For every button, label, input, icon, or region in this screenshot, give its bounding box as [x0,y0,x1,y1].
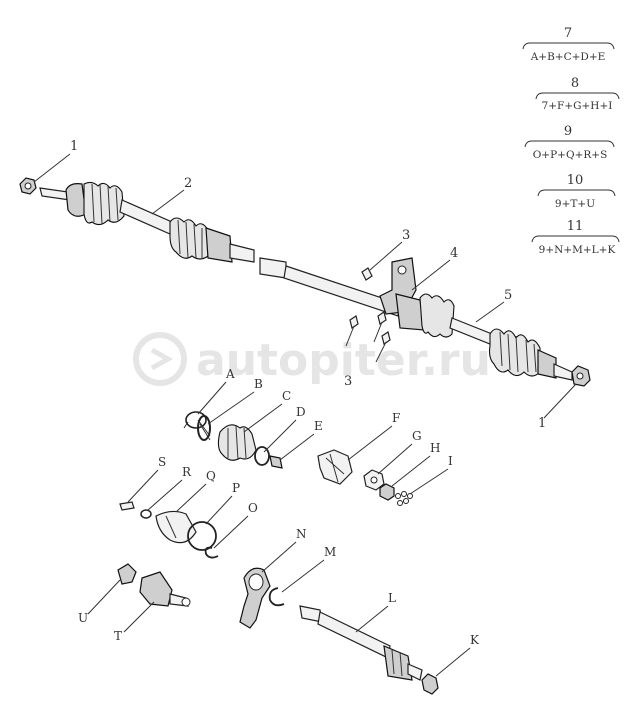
callout-5: 5 [504,288,512,303]
watermark-text: autopiter.ru [196,335,491,386]
ring-d [254,446,270,466]
bolt-top [361,267,373,281]
callout-a: A [225,367,235,381]
pin-e [269,455,283,469]
circlip-o [204,546,219,559]
callout-3-top: 3 [402,228,410,243]
clamp-a [183,411,207,429]
nut-k [421,673,439,695]
callout-1-top: 1 [70,139,78,154]
circlip-m [268,587,285,607]
parts-f-to-i [317,449,413,506]
callout-n: N [296,527,307,541]
callout-h: H [430,441,440,455]
callout-g: G [412,429,422,443]
clamp-b [197,415,211,441]
callout-e: E [314,419,323,433]
ring-r [140,509,152,519]
callout-u: U [78,611,88,625]
boot-c [217,424,257,461]
callout-c: C [282,389,291,403]
hub-nut-right [571,365,591,387]
legend-formula: 9+N+M+L+K [539,244,616,256]
legend-number: 7 [564,26,572,41]
callout-3-bottom: 3 [344,374,352,389]
callout-m: M [324,545,336,559]
parts-a-to-e [183,411,283,469]
bolt-bottom [375,331,391,363]
legend-row-7: 7 A+B+C+D+E [522,26,615,63]
pin-s [119,501,135,511]
legend-formula: A+B+C+D+E [530,51,606,63]
housing-t [139,571,191,607]
parts-k-to-n [239,567,439,695]
legend-number: 11 [567,219,584,234]
callout-l: L [388,591,396,605]
legend-formula: 7+F+G+H+I [542,100,613,112]
callout-p: P [232,481,240,495]
parts-t-u [117,563,191,607]
parts-o-to-s [119,501,219,559]
callout-k: K [470,633,480,647]
legend-formula: O+P+Q+R+S [533,149,608,161]
legend-formula: 9+T+U [555,198,595,210]
callout-b: B [254,377,263,391]
legend-number: 10 [567,173,584,188]
legend-number: 9 [564,124,572,139]
bolt-left [345,315,359,347]
callout-q: Q [206,469,216,483]
ring-p [187,521,217,551]
callout-f: F [392,411,400,425]
callout-4: 4 [450,246,458,261]
legend-row-8: 8 7+F+G+H+I [535,76,620,112]
bolt-middle [373,311,387,343]
legend-row-10: 10 9+T+U [537,173,616,210]
callout-d: D [296,405,306,419]
callout-2: 2 [184,176,192,191]
callout-t: T [114,629,122,643]
fitting-u [117,563,137,585]
right-drive-shaft [259,257,591,387]
callouts: 1 2 3 4 5 3 1 A B C D E F G H I S R [33,139,577,677]
legend: 7 A+B+C+D+E 8 7+F+G+H+I 9 O+P+Q+R+S 10 9… [522,26,620,256]
legend-row-11: 11 9+N+M+L+K [531,219,620,256]
callout-s: S [158,455,166,469]
bracket-n [239,567,271,629]
legend-number: 8 [571,76,579,91]
callout-o: O [248,501,258,515]
watermark: autopiter.ru [133,332,491,386]
shaft-l [299,605,423,681]
callout-r: R [182,465,192,479]
nut-h [379,483,395,501]
nut-g [363,469,385,491]
spider-f [317,449,353,485]
legend-row-9: 9 O+P+Q+R+S [524,124,615,161]
left-drive-shaft [19,177,255,263]
callout-1-right: 1 [538,416,546,431]
callout-i: I [448,454,453,468]
hub-nut-top [19,177,37,195]
boot-q [155,510,197,544]
